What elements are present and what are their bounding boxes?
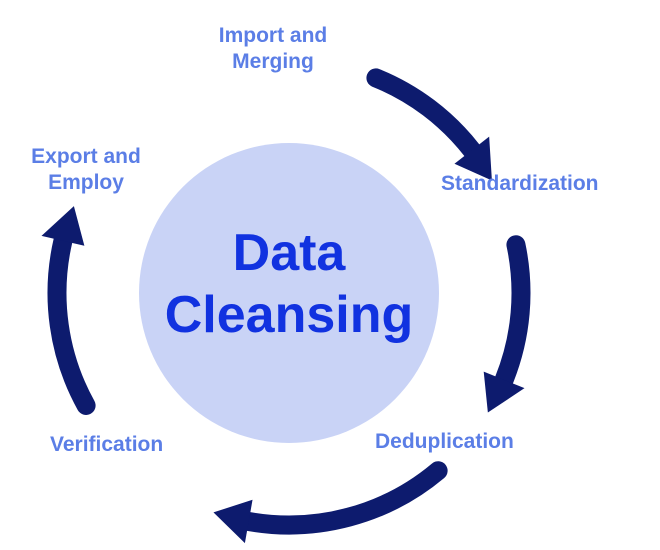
arrow-deduplication-to-verification-shaft <box>239 461 448 535</box>
arrow-import-to-standardization-shaft <box>366 68 482 160</box>
step-label-line: Export and <box>31 145 141 168</box>
arrow-deduplication-to-verification-head <box>213 499 253 544</box>
center-circle <box>139 143 439 443</box>
arrow-standardization-to-deduplication-shaft <box>494 235 531 390</box>
step-label-line: Verification <box>50 433 164 456</box>
arrow-standardization-to-deduplication-head <box>483 371 525 413</box>
center-title-line-1: Data <box>232 224 346 282</box>
step-verification: Verification <box>50 432 163 458</box>
arrow-verification-to-export-shaft <box>47 231 96 415</box>
step-export-and-employ: Export and Employ <box>10 144 162 196</box>
step-deduplication: Deduplication <box>375 429 514 455</box>
step-label-line: Merging <box>232 50 314 73</box>
step-label-line: Standardization <box>441 172 599 195</box>
step-import-and-merging: Import and Merging <box>196 23 350 75</box>
center-title-line-2: Cleansing <box>164 286 414 344</box>
step-label-line: Employ <box>48 171 124 194</box>
center-title: Data Cleansing <box>139 222 439 346</box>
arrow-verification-to-export-head <box>41 206 85 246</box>
step-standardization: Standardization <box>441 171 599 197</box>
step-label-line: Deduplication <box>375 430 514 453</box>
arrow-import-to-standardization-head <box>454 136 492 181</box>
step-label-line: Import and <box>218 24 328 47</box>
